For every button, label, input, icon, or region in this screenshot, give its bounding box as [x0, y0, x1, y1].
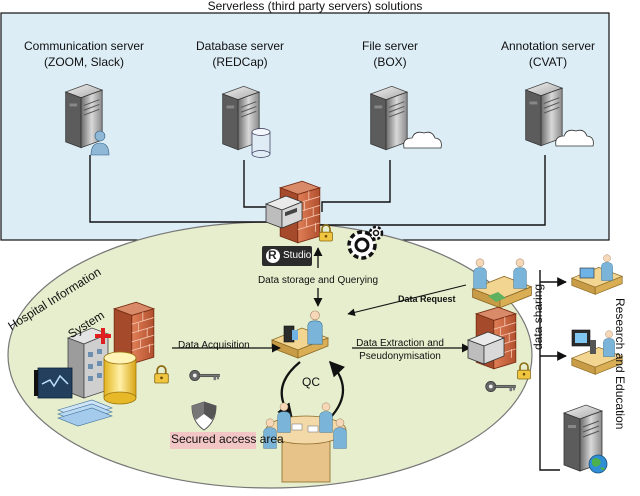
qc-workstation-icon [271, 310, 329, 359]
secured-highlight [170, 432, 256, 449]
cloud-icon [403, 131, 442, 149]
documents-stack-icon [57, 399, 113, 427]
shield-icon [191, 401, 217, 431]
globe-icon [588, 454, 608, 474]
meeting-table-icon [263, 402, 347, 483]
secured-area-label: Secured access area [171, 432, 284, 446]
research-education-label: Research and Education [613, 298, 627, 430]
data-request-arrow [347, 284, 467, 317]
database-server-detail: (REDCap) [212, 55, 268, 69]
qc-arrow-right [328, 360, 346, 419]
extraction-label-2: Pseudonymisation [359, 351, 441, 362]
right-router-icon [466, 331, 506, 365]
data-sharing-label: data sharing [531, 283, 545, 350]
file-server-detail: (BOX) [373, 55, 407, 69]
rstudio-label: Studio [283, 250, 312, 261]
cloud-icon-2 [555, 129, 594, 147]
hospital-database-icon [103, 351, 137, 405]
rstudio-r-letter: R [268, 248, 277, 262]
router-icon [264, 195, 304, 229]
user-icon [90, 130, 110, 156]
data-request-label: Data Request [398, 294, 456, 304]
qc-label: QC [302, 375, 320, 389]
annotation-server-name: Annotation server [500, 39, 596, 53]
data-acquisition-label: Data Acquisition [178, 340, 250, 351]
file-server-icon [370, 85, 408, 151]
rstudio-r-circle [266, 249, 280, 263]
database-server-name: Database server [195, 39, 285, 53]
communication-server-detail: (ZOOM, Slack) [44, 55, 124, 69]
file-server-name: File server [361, 39, 419, 53]
server-connections [89, 155, 546, 226]
sharing-lines [539, 270, 567, 471]
data-storage-label: Data storage and Querying [257, 275, 379, 286]
researcher-desk-icon [571, 254, 623, 295]
researchers-group-icon [472, 258, 532, 309]
lab-workstation-icon [571, 329, 623, 375]
gear-icon [347, 225, 384, 260]
panel-title: Serverless (third party servers) solutio… [207, 0, 423, 13]
database-cylinder-icon [251, 128, 271, 158]
annotation-server-icon [525, 81, 563, 147]
communication-server-name: Communication server [23, 39, 145, 53]
xray-film-icon [34, 367, 73, 399]
annotation-server-detail: (CVAT) [528, 55, 568, 69]
extraction-label-1: Data Extraction and [356, 338, 444, 349]
